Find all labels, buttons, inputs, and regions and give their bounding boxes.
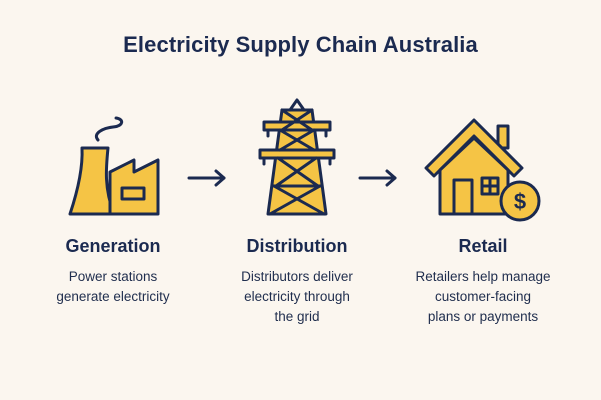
description-line: electricity through — [244, 289, 350, 304]
stage-title-distribution: Distribution — [246, 236, 348, 256]
stage-title-retail: Retail — [458, 236, 508, 256]
description-line: the grid — [274, 309, 320, 324]
description-line: Power stations — [68, 269, 158, 284]
description-line: plans or payments — [427, 309, 539, 324]
house-dollar-icon: $ — [424, 118, 541, 222]
stage-generation: Generation Power stations generate elect… — [18, 0, 208, 400]
stage-description-generation: Power stations generate electricity — [18, 267, 208, 307]
diagram-title: Electricity Supply Chain Australia — [123, 32, 478, 57]
transmission-tower-icon — [258, 98, 336, 216]
stage-distribution: Distribution Distributors deliver electr… — [202, 0, 392, 400]
description-line: Retailers help manage — [415, 269, 551, 284]
stage-title-generation: Generation — [65, 236, 161, 256]
factory-icon — [68, 116, 160, 216]
description-line: generate electricity — [56, 289, 170, 304]
description-line: Distributors deliver — [241, 269, 353, 284]
description-line: customer-facing — [434, 289, 532, 304]
stage-description-retail: Retailers help manage customer-facing pl… — [388, 267, 578, 327]
dollar-sign-icon: $ — [514, 189, 526, 214]
stage-retail: $ Retail Retailers help manage customer-… — [388, 0, 578, 400]
arrow-right-icon — [187, 169, 226, 187]
stage-description-distribution: Distributors deliver electricity through… — [202, 267, 392, 327]
arrow-right-icon — [358, 169, 397, 187]
